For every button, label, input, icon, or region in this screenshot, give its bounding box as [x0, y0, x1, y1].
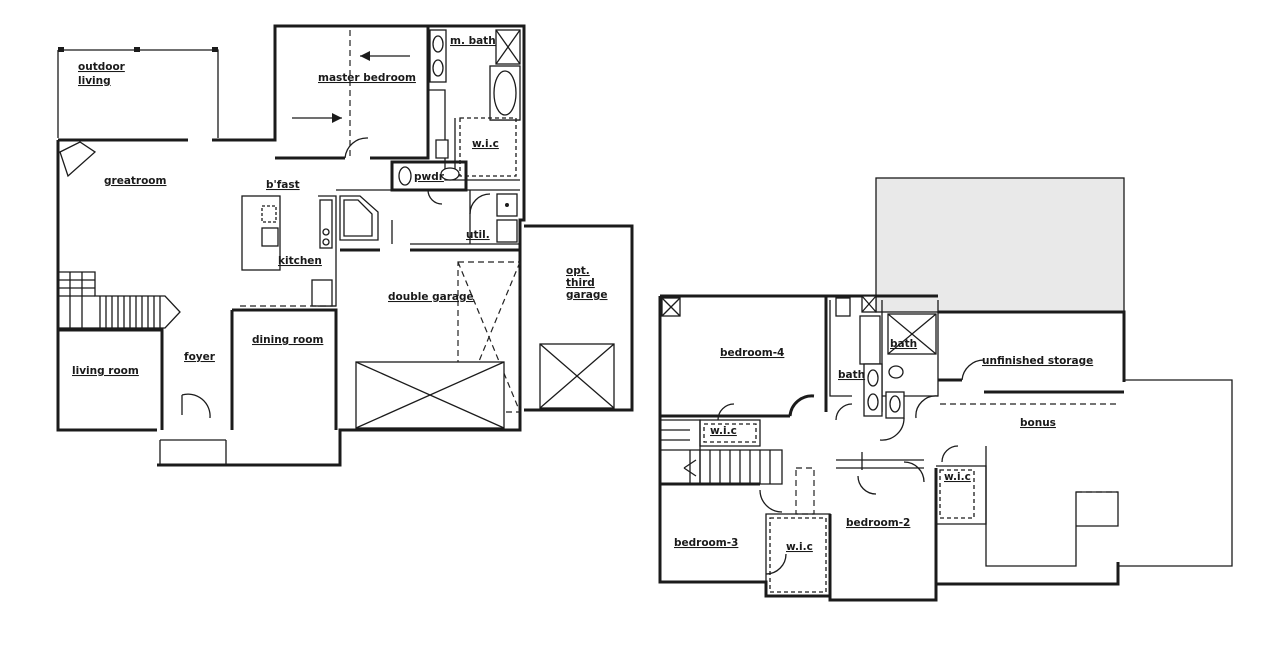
fireplace [59, 141, 97, 178]
chase-box [661, 297, 681, 317]
first-floor-exterior-wall [56, 24, 526, 467]
third-garage-door [539, 343, 615, 409]
room-label-bonus: bonus [1020, 417, 1056, 429]
room-label-master-wic: w.i.c [472, 138, 499, 150]
third-garage-wall [524, 224, 634, 412]
room-label-dining-room: dining room [252, 334, 323, 346]
room-label-bath-2: bath [890, 338, 917, 350]
room-label-wic-3: w.i.c [786, 541, 813, 553]
room-label-bedroom-2: bedroom-2 [846, 517, 910, 529]
room-label-bath-1: bath [838, 369, 865, 381]
outdoor-living-area [57, 47, 219, 138]
room-label-kitchen: kitchen [278, 255, 322, 267]
arrow-right-icon [292, 113, 342, 123]
room-label-master-bedroom: master bedroom [318, 72, 416, 84]
shower-icon [495, 29, 521, 65]
room-label-greatroom: greatroom [104, 175, 167, 187]
room-label-breakfast: b'fast [266, 179, 300, 191]
second-floor-plan: bedroom-4 bath bath unfinished storage b… [658, 177, 1233, 602]
room-label-master-bath: m. bath [450, 35, 496, 47]
shower-icon-upstairs [887, 313, 937, 355]
first-floor-staircase [58, 271, 181, 329]
double-garage-door [355, 361, 505, 429]
room-label-bedroom-3: bedroom-3 [674, 537, 738, 549]
room-label-living-room: living room [72, 365, 139, 377]
roof-area [875, 177, 1125, 313]
room-label-unfinished-storage: unfinished storage [982, 355, 1093, 367]
room-label-wic-1: w.i.c [710, 425, 737, 437]
room-label-foyer: foyer [184, 351, 216, 363]
room-label-double-garage: double garage [388, 291, 474, 303]
room-label-powder: pwdr [414, 171, 445, 183]
room-label-wic-2: w.i.c [944, 471, 971, 483]
arrow-left-icon [360, 51, 410, 61]
room-label-utility: util. [466, 229, 490, 241]
room-label-bedroom-4: bedroom-4 [720, 347, 784, 359]
